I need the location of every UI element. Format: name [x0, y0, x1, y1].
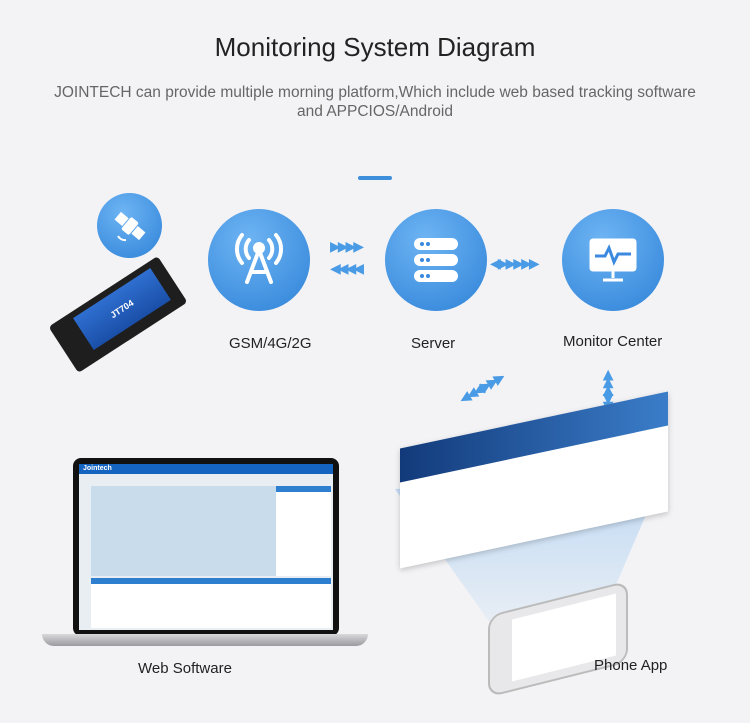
server-label: Server [411, 335, 456, 352]
arrow-left-icon: ◀◀◀◀ [330, 260, 364, 276]
arrow-diagonal-icon: ◀◀◀ ▶▶▶ [455, 369, 506, 407]
tower-icon [208, 209, 310, 311]
data-table [91, 578, 331, 628]
laptop-base [42, 634, 368, 646]
arrow-right-icon: ▶▶▶▶ [330, 238, 364, 254]
monitor-icon [562, 209, 664, 311]
page-title: Monitoring System Diagram [214, 32, 536, 62]
monitor-center-label: Monitor Center [563, 333, 663, 350]
web-software-label: Web Software [138, 660, 232, 677]
laptop-screen: Jointech [73, 458, 339, 636]
subtitle: JOINTECH can provide multiple morning pl… [54, 84, 696, 120]
divider [358, 176, 392, 180]
gsm-label: GSM/4G/2G [229, 335, 312, 352]
server-icon [385, 209, 487, 311]
web-app-brand: Jointech [79, 464, 333, 474]
map-view [91, 486, 281, 576]
phone-app-label: Phone App [594, 657, 668, 674]
side-panel [276, 486, 331, 576]
satellite-icon [97, 193, 162, 258]
arrow-bidirectional-icon: ◀▶▶▶▶▶ [490, 255, 540, 271]
tracker-device: JT704 [48, 256, 188, 373]
